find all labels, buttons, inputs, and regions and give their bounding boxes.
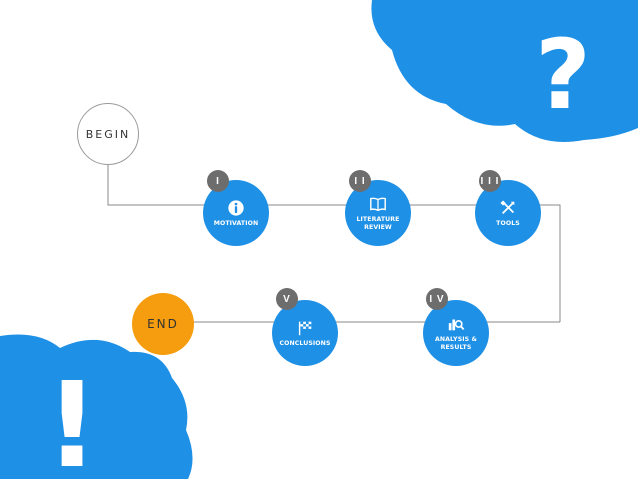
- exclamation-mark-symbol: !: [45, 356, 99, 479]
- end-node: END: [132, 293, 194, 355]
- step-numeral-i: I: [216, 175, 220, 187]
- tools-icon: [500, 200, 515, 214]
- connector-begin-to-tools: [107, 160, 561, 322]
- book-icon: [370, 197, 386, 211]
- step-numeral-ii: I I: [354, 175, 366, 187]
- begin-label: BEGIN: [85, 127, 131, 141]
- bottom-cloud: !: [0, 334, 193, 479]
- begin-node: BEGIN: [77, 103, 139, 165]
- step-analysis-results[interactable]: ANALYSIS & RESULTS: [423, 300, 489, 366]
- step-numeral-iv: I V: [429, 293, 445, 305]
- info-icon: [228, 199, 244, 216]
- step-label-literature-review: LITERATURE REVIEW: [356, 215, 400, 231]
- step-label-analysis-results: ANALYSIS & RESULTS: [435, 335, 477, 351]
- step-badge-ii: I I: [349, 170, 371, 192]
- step-badge-v: V: [276, 288, 298, 310]
- question-mark-symbol: ?: [535, 19, 591, 131]
- step-label-tools: TOOLS: [496, 219, 520, 227]
- checkered-flag-icon: [298, 321, 312, 335]
- analysis-icon: [448, 319, 465, 330]
- step-badge-i: I: [207, 170, 229, 192]
- connector-lines: [107, 160, 561, 323]
- step-numeral-v: V: [283, 293, 291, 305]
- top-cloud: ?: [371, 0, 638, 142]
- top-cloud-shape: [371, 0, 638, 142]
- step-badge-iv: I V: [426, 288, 448, 310]
- step-conclusions[interactable]: CONCLUSIONS: [272, 300, 338, 366]
- step-label-conclusions: CONCLUSIONS: [279, 339, 331, 347]
- step-badge-iii: I I I: [479, 170, 501, 192]
- bottom-cloud-shape: [0, 334, 193, 479]
- step-numeral-iii: I I I: [480, 175, 500, 187]
- end-label: END: [147, 317, 179, 331]
- step-label-motivation: MOTIVATION: [213, 219, 259, 227]
